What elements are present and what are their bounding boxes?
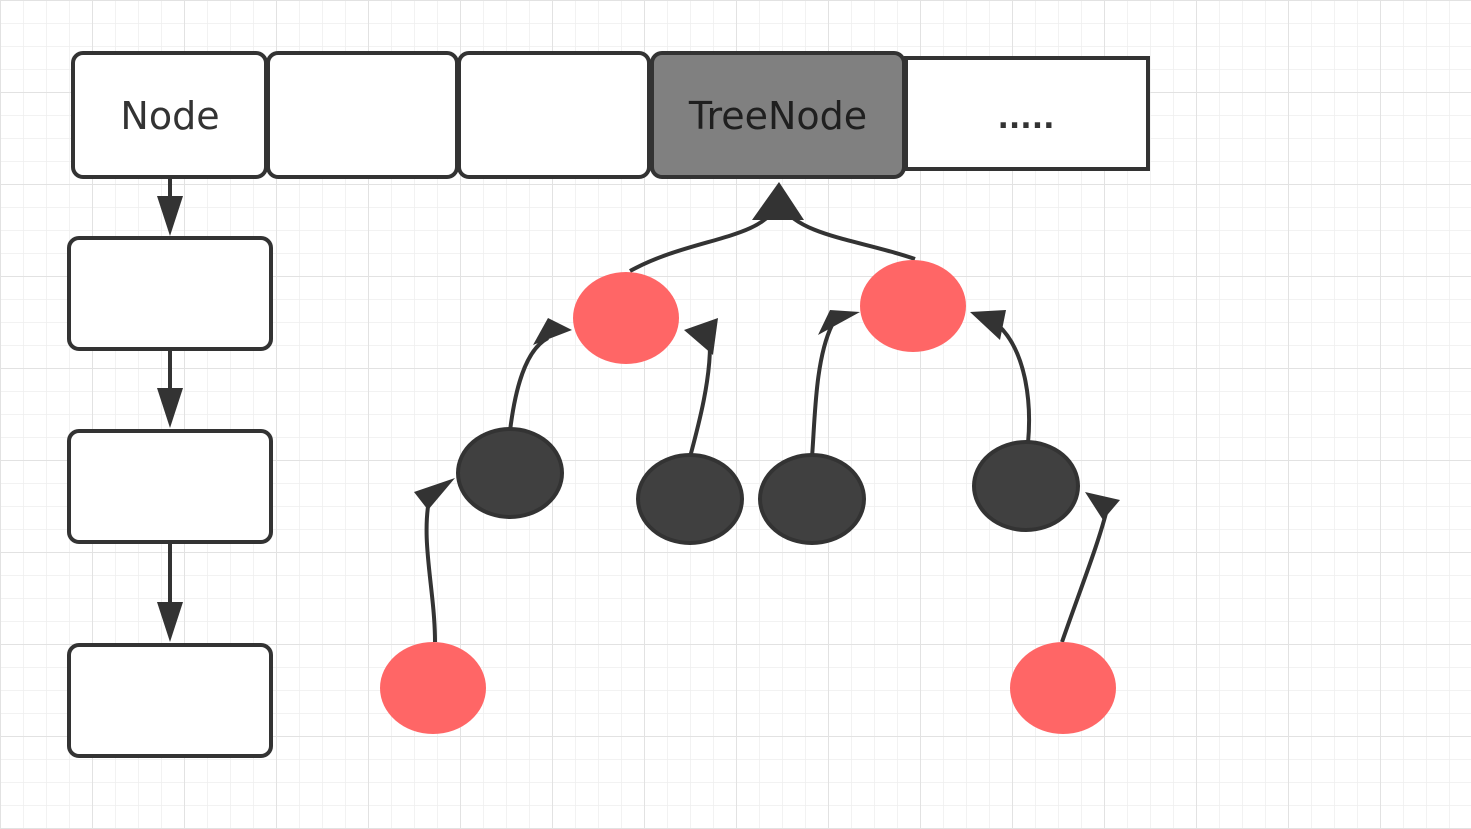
tree-edge [810,324,834,458]
tree-edge [508,336,550,432]
arrowhead [752,182,804,220]
black-tree-node [972,440,1080,532]
table-cell-empty [457,51,651,179]
red-tree-node [860,260,966,352]
table-cell-treenode: TreeNode [650,51,906,179]
tree-edge [996,323,1032,444]
list-node-box [67,429,273,544]
tree-edge [424,494,437,643]
table-row: Node TreeNode ..... [71,51,1150,179]
list-node-box [67,236,273,351]
linked-list [67,179,273,758]
list-arrow [157,351,183,428]
table-cell-ellipsis: ..... [904,56,1150,171]
black-tree-node [758,453,866,545]
red-tree-node [1010,642,1116,734]
black-tree-node [456,427,564,519]
arrowhead [818,310,860,335]
tree-arrowheads [414,182,1120,520]
table-cell-node: Node [71,51,268,179]
black-tree-node [636,453,744,545]
arrowhead [684,318,718,355]
table-cell-label: TreeNode [688,94,867,138]
list-node-box [67,643,273,758]
list-arrow [157,544,183,642]
arrowhead [1085,492,1120,520]
arrowhead [414,478,455,510]
table-cell-label: Node [120,94,219,138]
red-tree-node [573,272,679,364]
arrowhead [970,310,1006,340]
arrowhead [533,318,572,345]
red-tree-node [380,642,486,734]
tree-nodes [380,260,1116,734]
list-arrow [157,179,183,236]
table-cell-label: ..... [998,101,1055,136]
tree-edge [688,344,712,458]
table-cell-empty [266,51,459,179]
